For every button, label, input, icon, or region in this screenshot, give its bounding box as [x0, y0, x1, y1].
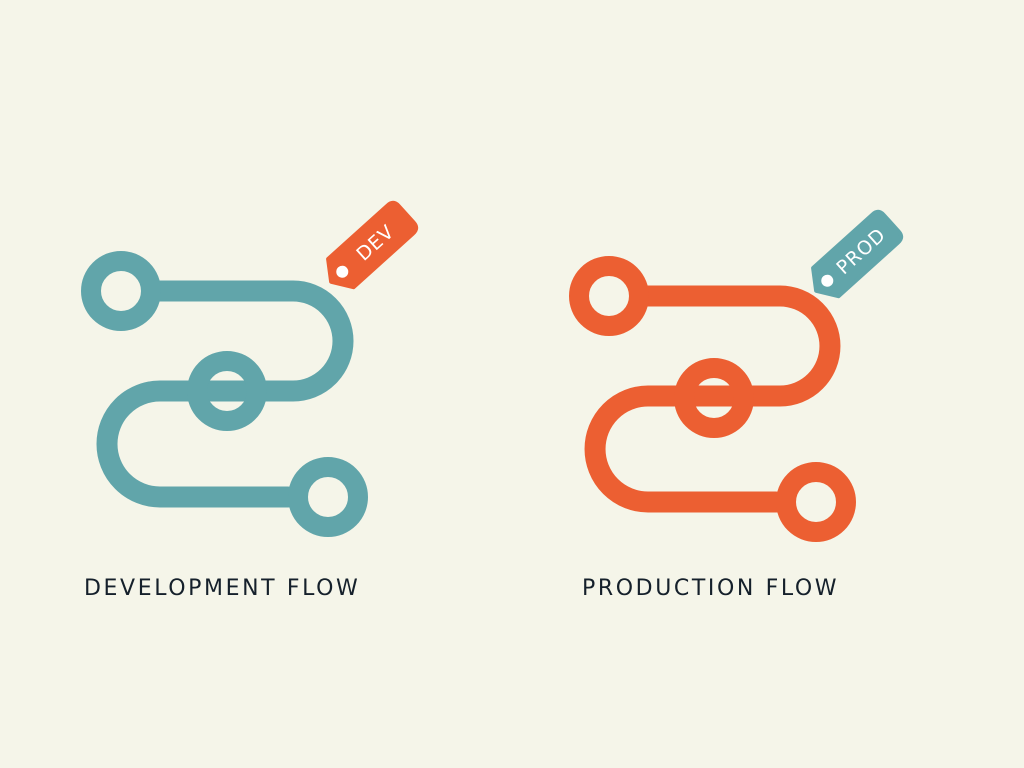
development-end-node [288, 457, 368, 537]
prod-tag-shape [811, 209, 904, 299]
development-flow-icon: DEV [81, 200, 419, 537]
dev-tag-hole [336, 265, 349, 278]
production-end-node [776, 462, 856, 542]
production-start-node [569, 256, 649, 336]
dev-tag: DEV [326, 200, 419, 290]
development-middle-node [187, 351, 267, 431]
development-start-node [81, 251, 161, 331]
production-middle-node [674, 358, 754, 438]
production-flow-path [584, 285, 841, 513]
prod-tag: PROD [811, 209, 904, 299]
production-flow-caption: PRODUCTION FLOW [582, 576, 840, 601]
dev-tag-shape [326, 200, 419, 290]
prod-tag-hole [821, 274, 834, 287]
development-flow-path [96, 280, 354, 508]
development-flow-caption: DEVELOPMENT FLOW [84, 576, 361, 601]
production-flow-icon: PROD [569, 209, 904, 542]
